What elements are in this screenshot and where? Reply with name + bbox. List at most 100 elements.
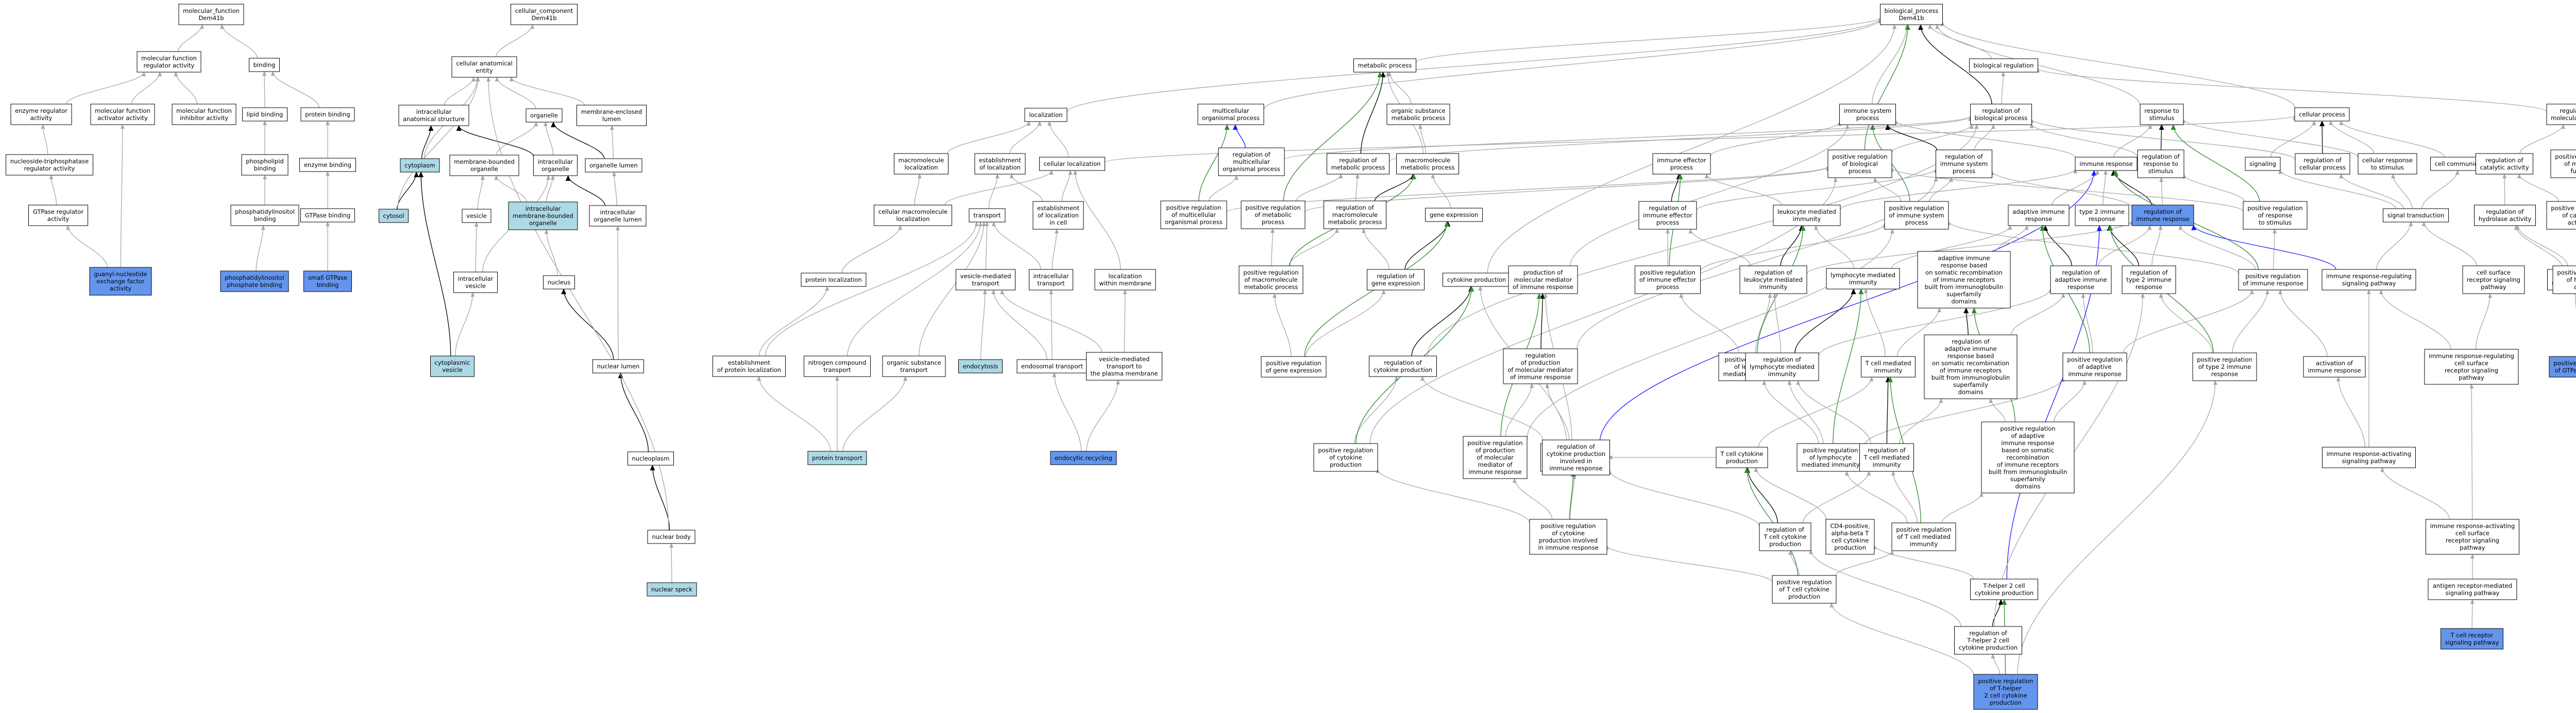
go-term-node-binding[interactable]: binding	[249, 58, 280, 72]
go-term-node-cytosol[interactable]: cytosol	[379, 209, 409, 223]
go-term-node-cellloc[interactable]: cellular localization	[1039, 157, 1105, 171]
go-term-node-nucleoplasm[interactable]: nucleoplasm	[628, 451, 674, 466]
go-term-node-localization[interactable]: localization	[1024, 108, 1067, 122]
go-term-node-cytoplasm[interactable]: cytoplasm	[400, 158, 440, 173]
go-term-node-signaling[interactable]: signaling	[2245, 157, 2281, 171]
go-term-node-organelle[interactable]: organelle	[526, 108, 563, 123]
go-term-node-nuclumen[interactable]: nuclear lumen	[592, 359, 644, 374]
go-term-node-enzb[interactable]: enzyme binding	[299, 158, 356, 172]
go-term-node-lipidb[interactable]: lipid binding	[242, 107, 287, 122]
go-term-node-nucleus[interactable]: nucleus	[543, 275, 575, 290]
go-term-node-transport[interactable]: transport	[969, 208, 1006, 223]
go-term-node-cytoprod[interactable]: cytokine production	[1443, 273, 1511, 287]
go-term-node-prottrans[interactable]: protein transport	[807, 451, 867, 465]
go-term-node-endorec[interactable]: endocytic recycling	[1050, 451, 1117, 465]
go-term-node-protloc[interactable]: protein localization	[801, 273, 867, 287]
go-term-node-orglumen[interactable]: organelle lumen	[585, 158, 642, 173]
go-term-node-geneexp[interactable]: gene expression	[1425, 208, 1483, 222]
go-term-node-immresp[interactable]: immune response	[2075, 157, 2138, 171]
go-term-node-nucspeck[interactable]: nuclear speck	[647, 582, 697, 597]
go-term-node-biolreg[interactable]: biological regulation	[1969, 58, 2038, 73]
go-term-node-vesicle[interactable]: vesicle	[462, 209, 492, 223]
go-term-node-protb[interactable]: protein binding	[300, 107, 355, 122]
